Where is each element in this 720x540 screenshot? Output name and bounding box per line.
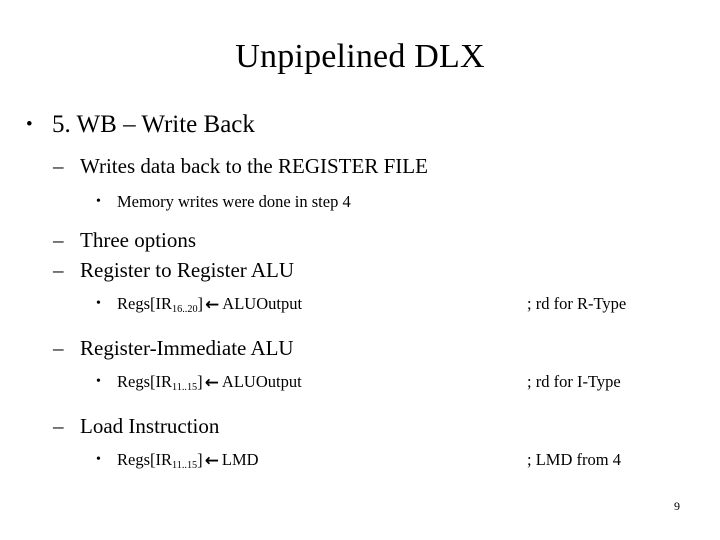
- bullet-level1-wb-label: 5. WB – Write Back: [52, 111, 255, 138]
- page-title: Unpipelined DLX: [235, 38, 485, 75]
- bullet-dot-icon: •: [26, 114, 33, 135]
- bullet-row-memory: • Memory writes were done in step 4: [0, 189, 720, 215]
- operation-source: LMD: [221, 449, 259, 469]
- bullet-row-load-instruction: – Load Instruction: [0, 411, 720, 441]
- bullet-dash-icon: –: [53, 335, 64, 360]
- bullet-level3-memory-label: Memory writes were done in step 4: [117, 192, 351, 211]
- operation-source: ALUOutput: [222, 294, 303, 313]
- operation-comment-load: ; LMD from 4: [527, 449, 621, 469]
- slide-body: • 5. WB – Write Back – Writes data back …: [0, 108, 720, 479]
- bullet-dash-icon: –: [53, 413, 64, 438]
- operation-subscript: 11..15: [172, 381, 198, 393]
- bullet-level3-memory: • Memory writes were done in step 4: [0, 189, 720, 215]
- operation-suffix: ]: [197, 371, 203, 391]
- bullet-level2-reg-immediate-label: Register-Immediate ALU: [80, 335, 294, 360]
- operation-level3-r-type: • Regs[IR16..20]←ALUOutput: [0, 291, 720, 323]
- operation-comment-r-type: ; rd for R-Type: [527, 294, 627, 313]
- bullet-level2-three-options-label: Three options: [80, 228, 197, 252]
- bullet-row-reg-to-reg: – Register to Register ALU: [0, 255, 720, 285]
- operation-comment-i-type: ; rd for I-Type: [527, 371, 621, 391]
- left-arrow-icon: ←: [204, 450, 219, 471]
- bullet-row-reg-immediate: – Register-Immediate ALU: [0, 333, 720, 363]
- bullet-dot-icon: •: [96, 451, 101, 467]
- operation-level3-i-type: • Regs[IR11..15]←ALUOutput: [0, 369, 720, 401]
- operation-row-load: • Regs[IR11..15]←LMD ; LMD from 4: [0, 447, 720, 479]
- bullet-level2-reg-immediate: – Register-Immediate ALU: [0, 333, 720, 363]
- bullet-dot-icon: •: [96, 296, 101, 311]
- operation-subscript: 16..20: [172, 303, 198, 315]
- bullet-level2-writes-label: Writes data back to the REGISTER FILE: [80, 154, 428, 178]
- bullet-level1-wb: • 5. WB – Write Back: [0, 108, 720, 142]
- operation-prefix: Regs[IR: [117, 371, 172, 391]
- operation-prefix: Regs[IR: [117, 294, 172, 313]
- bullet-level2-reg-to-reg-label: Register to Register ALU: [80, 258, 295, 282]
- operation-source: ALUOutput: [221, 371, 302, 391]
- operation-subscript: 11..15: [172, 459, 198, 471]
- operation-row-r-type: • Regs[IR16..20]←ALUOutput ; rd for R-Ty…: [0, 291, 720, 323]
- bullet-row-writes: – Writes data back to the REGISTER FILE: [0, 151, 720, 181]
- bullet-level2-writes: – Writes data back to the REGISTER FILE: [0, 151, 720, 181]
- bullet-row-three-options: – Three options: [0, 225, 720, 255]
- operation-suffix: ]: [197, 449, 203, 469]
- bullet-level2-reg-to-reg: – Register to Register ALU: [0, 255, 720, 285]
- bullet-dash-icon: –: [53, 258, 64, 282]
- page-number: 9: [674, 499, 680, 513]
- bullet-level2-load-instruction-label: Load Instruction: [80, 413, 220, 438]
- bullet-level2-three-options: – Three options: [0, 225, 720, 255]
- bullet-dash-icon: –: [53, 154, 64, 178]
- operation-row-i-type: • Regs[IR11..15]←ALUOutput ; rd for I-Ty…: [0, 369, 720, 401]
- bullet-dot-icon: •: [96, 194, 101, 209]
- bullet-dash-icon: –: [53, 228, 64, 252]
- left-arrow-icon: ←: [204, 372, 219, 393]
- bullet-dot-icon: •: [96, 373, 101, 389]
- operation-suffix: ]: [197, 294, 204, 313]
- operation-prefix: Regs[IR: [117, 449, 172, 469]
- bullet-row-wb: • 5. WB – Write Back: [0, 108, 720, 142]
- operation-level3-load: • Regs[IR11..15]←LMD: [0, 447, 720, 479]
- left-arrow-icon: ←: [205, 295, 220, 315]
- bullet-level2-load-instruction: – Load Instruction: [0, 411, 720, 441]
